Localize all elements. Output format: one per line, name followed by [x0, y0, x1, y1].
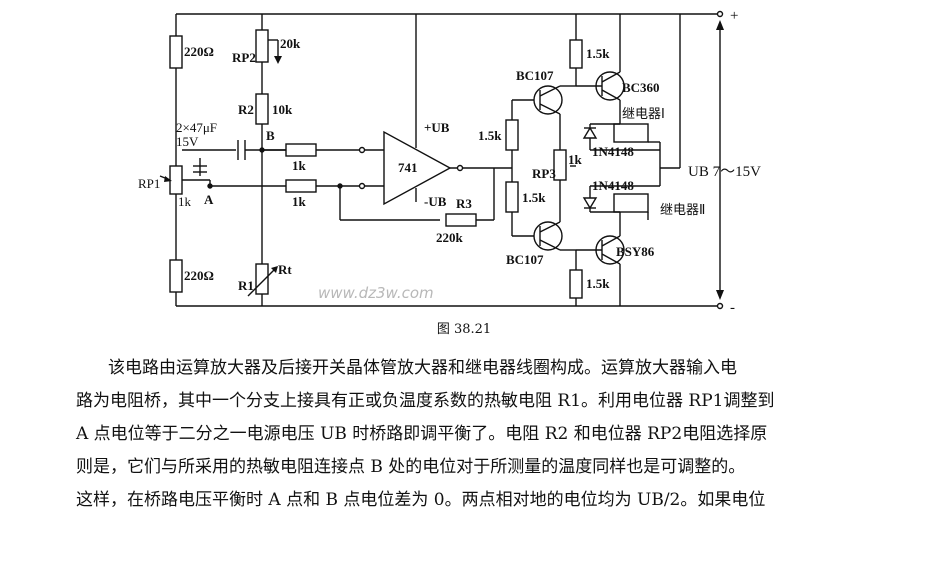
label-r-in1: 1k — [292, 158, 307, 173]
label-opamp: 741 — [398, 160, 418, 175]
label-diode1: 1N4148 — [592, 144, 634, 159]
label-cap-voltage: 15V — [176, 134, 199, 149]
label-r-15k-top: 1.5k — [586, 46, 610, 61]
label-rp2: RP2 — [232, 50, 256, 65]
paragraph-line-4: 则是，它们与所采用的热敏电阻连接点 B 处的电位对于所测量的温度同样也是可调整的… — [76, 457, 746, 477]
label-t-bsy86: BSY86 — [616, 244, 655, 259]
label-r3-value: 220k — [436, 230, 464, 245]
transistor-stage — [505, 14, 625, 306]
label-rp3: RP3 — [532, 166, 556, 181]
label-relay2: 继电器Ⅱ — [660, 203, 705, 218]
left-bridge-branch — [159, 14, 286, 306]
label-rp2-value: 20k — [280, 36, 301, 51]
label-r-15k-bottom: 1.5k — [586, 276, 610, 291]
label-diode2: 1N4148 — [592, 178, 634, 193]
label-relay1: 继电器Ⅰ — [622, 107, 665, 122]
label-r-top-left: 220Ω — [184, 44, 214, 59]
label-minus: - — [730, 300, 735, 316]
label-point-b: B — [266, 128, 275, 143]
label-rp1-value: 1k — [178, 194, 192, 209]
label-r-15k-left: 1.5k — [478, 128, 502, 143]
label-r1: R1 — [238, 278, 254, 293]
relays-and-diodes — [582, 14, 681, 236]
label-r-15k-mid: 1.5k — [522, 190, 546, 205]
label-plus: + — [730, 8, 738, 24]
label-rp3-value: 1k — [568, 152, 583, 167]
label-plus-ub: +UB — [424, 120, 450, 135]
paragraph-line-3: A 点电位等于二分之一电源电压 UB 时桥路即调平衡了。电阻 R2 和电位器 R… — [76, 424, 768, 444]
label-supply: UB 7～15V — [688, 164, 761, 180]
capacitor-pair — [182, 140, 286, 176]
label-point-a: A — [204, 192, 214, 207]
label-rt: Rt — [278, 262, 292, 277]
paragraph-line-2: 路为电阻桥，其中一个分支上接具有正或负温度系数的热敏电阻 R1。利用电位器 RP… — [76, 391, 775, 411]
label-t-bc107-top: BC107 — [516, 68, 554, 83]
label-r3: R3 — [456, 196, 472, 211]
label-t-bc360: BC360 — [622, 80, 660, 95]
label-r2: R2 — [238, 102, 254, 117]
label-r2-value: 10k — [272, 102, 293, 117]
label-rp1: RP1 — [138, 176, 160, 191]
label-t-bc107-bottom: BC107 — [506, 252, 544, 267]
circuit-schematic: 220Ω 220Ω RP1 1k A B 2×47μF 15V RP2 20k … — [138, 8, 761, 316]
label-r-in2: 1k — [292, 194, 307, 209]
label-cap: 2×47μF — [176, 120, 217, 135]
input-resistors — [262, 143, 440, 221]
figure-caption: 图 38.21 — [436, 322, 492, 337]
watermark: www.dz3w.com — [318, 284, 434, 302]
label-minus-ub: -UB — [424, 194, 447, 209]
component-labels: 220Ω 220Ω RP1 1k A B 2×47μF 15V RP2 20k … — [138, 8, 761, 316]
right-bridge-branch — [247, 14, 282, 306]
paragraph-line-1: 该电路由运算放大器及后接开关晶体管放大器和继电器线圈构成。运算放大器输入电 — [108, 358, 737, 378]
label-r-bottom-left: 220Ω — [184, 268, 214, 283]
opamp-741 — [383, 14, 512, 227]
paragraph-line-5: 这样，在桥路电压平衡时 A 点和 B 点电位差为 0。两点相对地的电位均为 UB… — [76, 490, 766, 510]
body-paragraph: 该电路由运算放大器及后接开关晶体管放大器和继电器线圈构成。运算放大器输入电 路为… — [76, 352, 896, 517]
supply-rails — [176, 10, 724, 310]
